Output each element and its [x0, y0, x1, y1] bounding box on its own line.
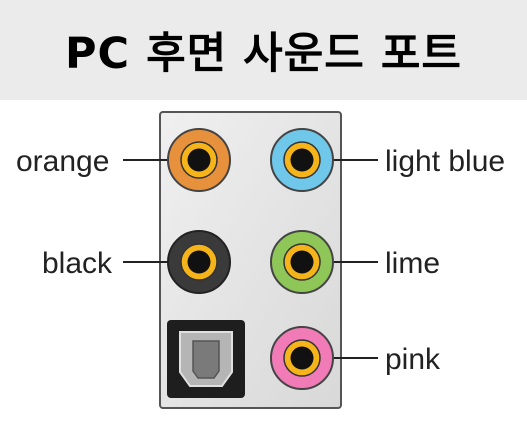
jack-orange — [167, 128, 231, 192]
label-lime: lime — [385, 247, 440, 280]
jack-black — [167, 230, 231, 294]
label-pink: pink — [385, 343, 441, 376]
page-title: PC 후면 사운드 포트 — [65, 29, 462, 79]
label-orange: orange — [16, 145, 109, 178]
title-banner: PC 후면 사운드 포트 — [0, 0, 527, 100]
optical-spdif-port-icon — [167, 320, 245, 398]
jack-light-blue — [270, 128, 334, 192]
jack-lime — [270, 230, 334, 294]
label-light-blue: light blue — [385, 145, 505, 178]
label-black: black — [42, 247, 113, 280]
jack-pink — [270, 326, 334, 390]
